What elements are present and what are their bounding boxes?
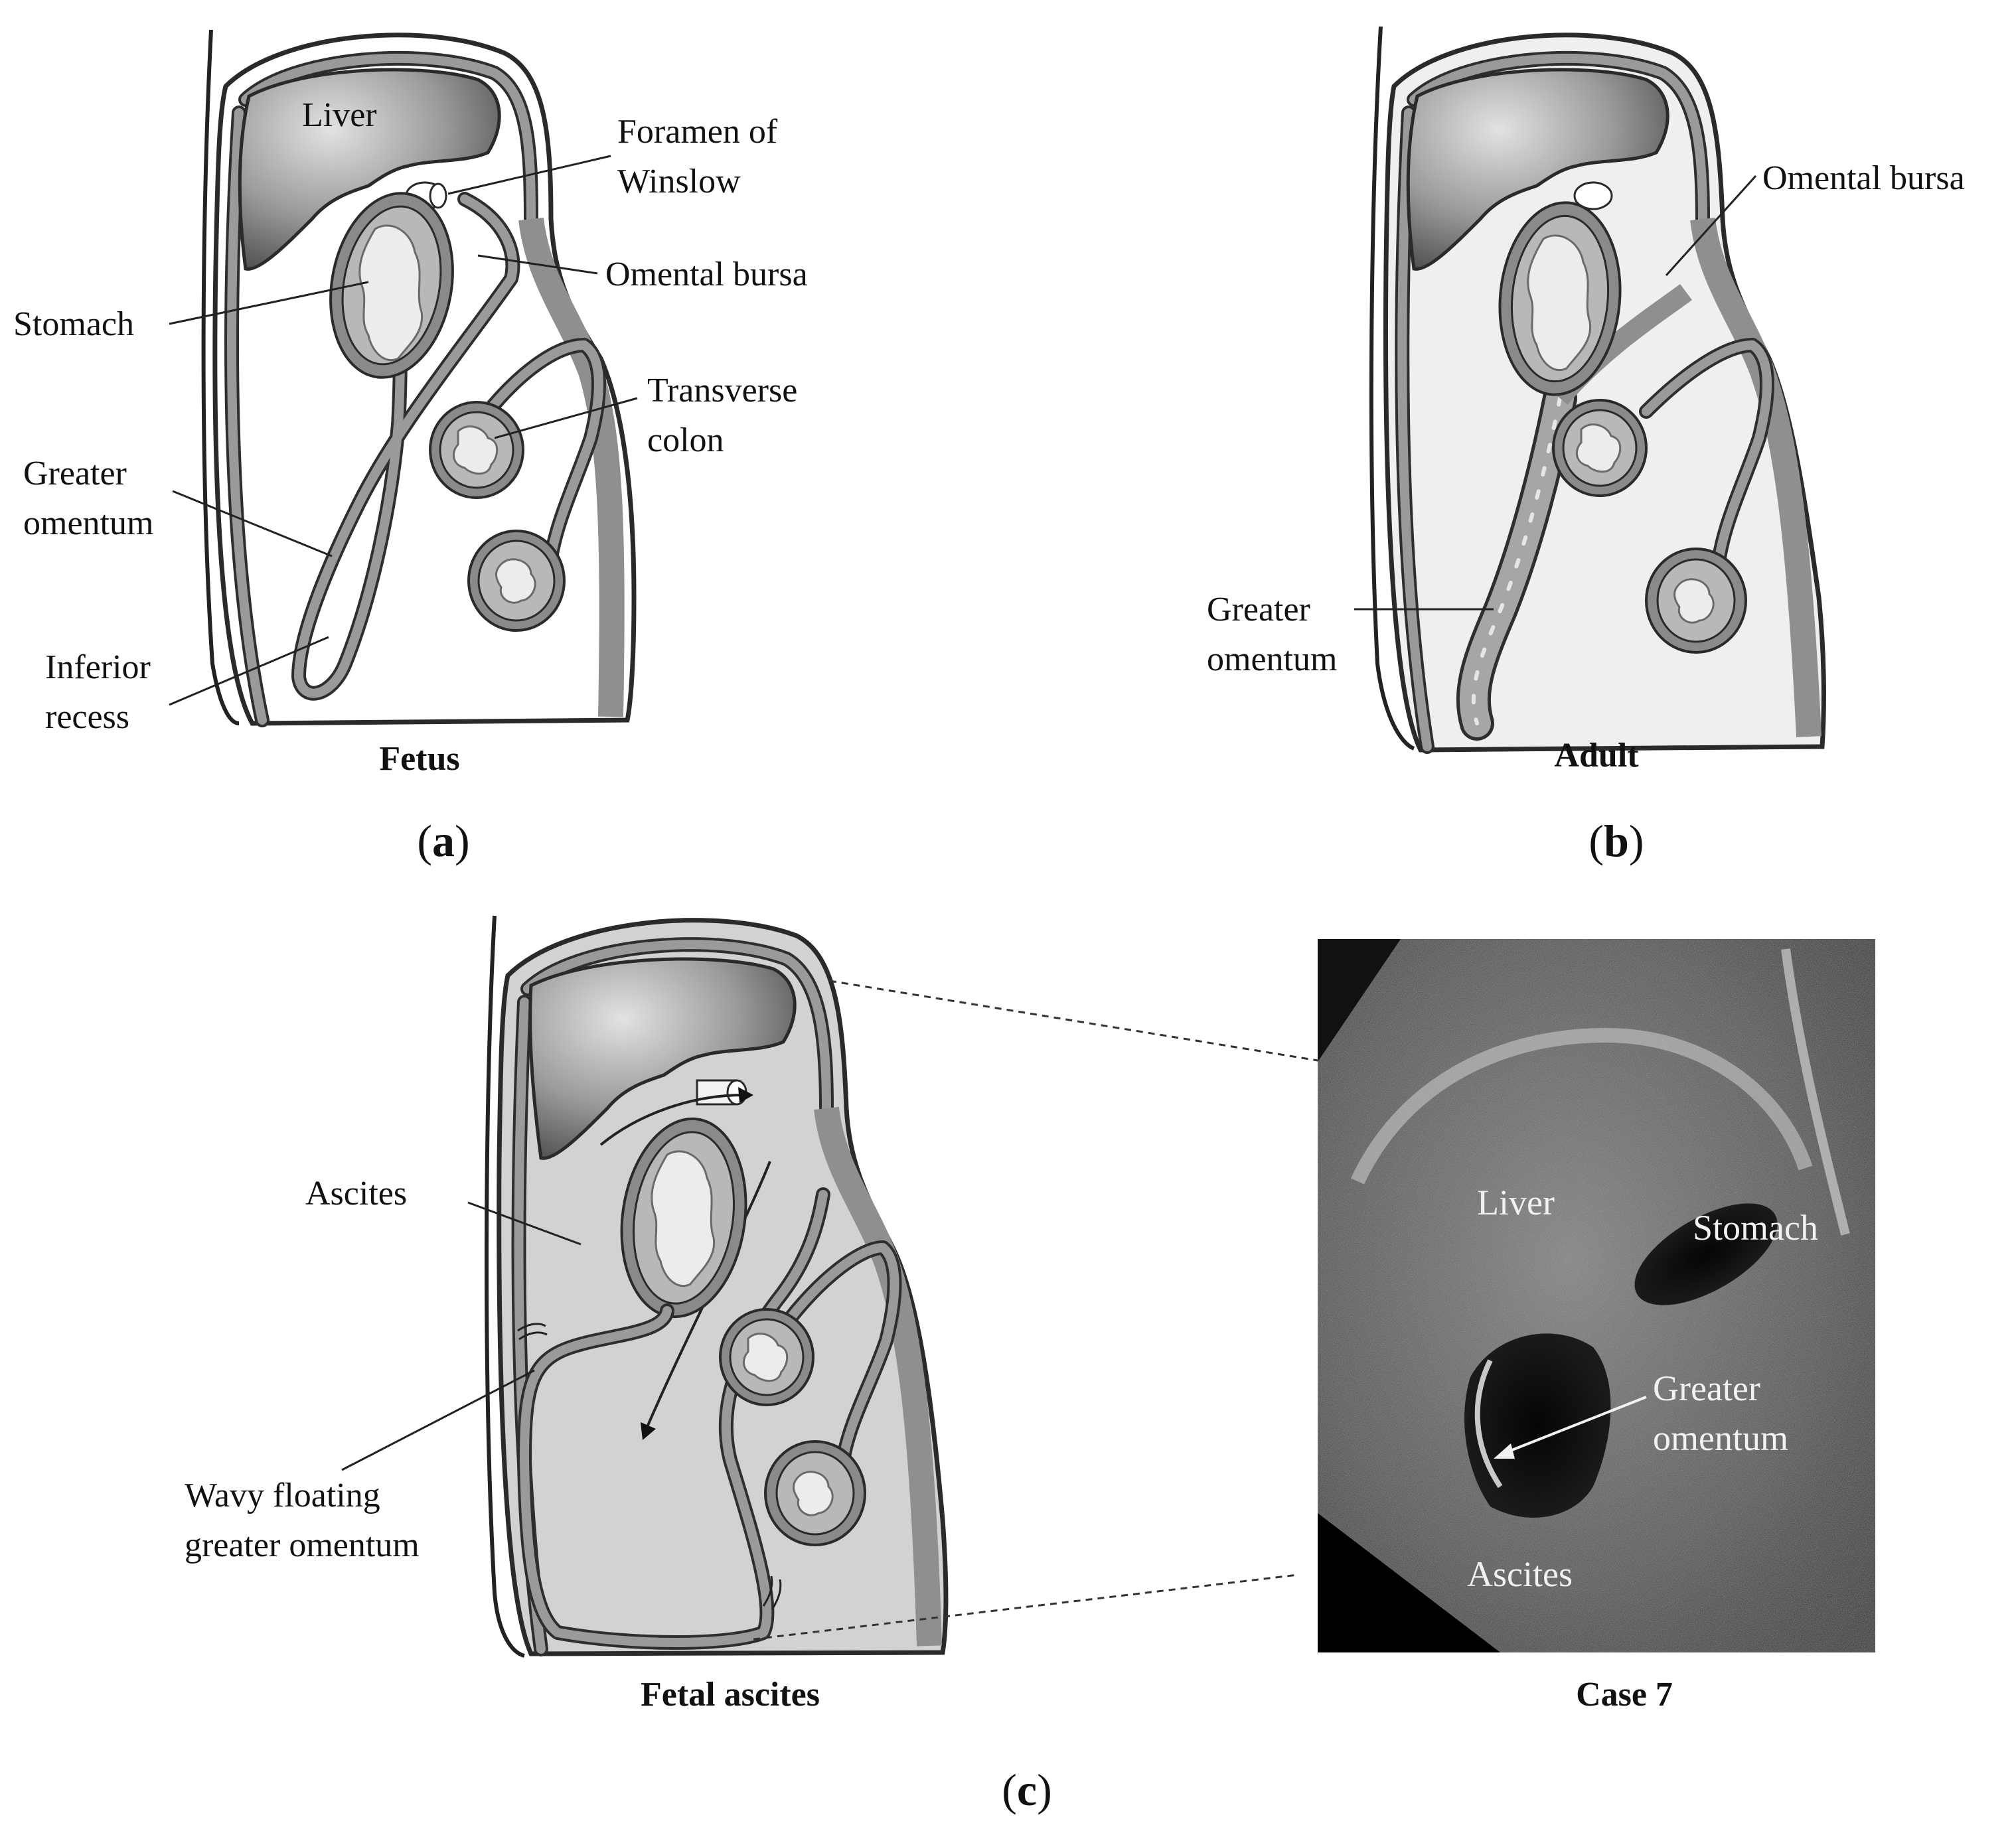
label-transverse-line2: colon	[647, 421, 724, 459]
label-wavy-line1: Wavy floating	[185, 1477, 380, 1514]
leader-foramen	[447, 155, 611, 195]
caption-adult: Adult	[1554, 737, 1639, 774]
label-ascites: Ascites	[305, 1175, 407, 1212]
leader-inferior-recess	[169, 636, 329, 706]
ascites-transverse-colon	[719, 1308, 814, 1406]
label-stomach: Stomach	[13, 305, 134, 343]
label-inferior-line1: Inferior	[45, 648, 151, 686]
panel-label-c: (c)	[1002, 1765, 1052, 1815]
leader-omental-bursa	[477, 254, 598, 275]
label-inferior-line2: recess	[45, 698, 129, 736]
ultrasound-omentum-echo	[1474, 1359, 1503, 1489]
us-label-greater-line2: omentum	[1653, 1418, 1788, 1458]
ultrasound-arrow	[1503, 1396, 1647, 1455]
label-wavy-line2: greater omentum	[185, 1526, 420, 1564]
adult-small-bowel	[1645, 548, 1747, 654]
panel-a-fetus-diagram: Liver Foramen of Winslow Stomach Omental…	[13, 29, 808, 866]
label-adult-greater-line1: Greater	[1207, 591, 1310, 628]
adult-stomach	[1498, 201, 1622, 396]
label-adult-greater-line2: omentum	[1207, 640, 1337, 678]
ultrasound-image: Liver Stomach Greater omentum Ascites	[1318, 939, 1875, 1652]
label-adult-omental-bursa: Omental bursa	[1762, 159, 1965, 197]
motion-mark-lower	[762, 1575, 773, 1607]
ultrasound-abdominal-wall	[1351, 1027, 1813, 1185]
us-label-stomach: Stomach	[1693, 1208, 1818, 1248]
label-foramen-line2: Winslow	[617, 163, 741, 200]
label-greater-line2: omentum	[23, 504, 153, 542]
leader-ascites	[467, 1201, 582, 1246]
ultrasound-stomach	[1634, 1203, 1778, 1305]
label-foramen-line1: Foramen of	[617, 113, 778, 151]
fetus-small-bowel	[467, 530, 566, 632]
leader-greater-omentum	[172, 490, 333, 557]
caption-case-7: Case 7	[1576, 1676, 1673, 1714]
adult-liver	[1406, 68, 1669, 271]
ascites-small-bowel	[764, 1440, 866, 1546]
ascites-flow-arrow-upper	[599, 1094, 744, 1146]
leader-stomach	[169, 281, 369, 325]
posterior-wall-line	[201, 29, 240, 725]
fetus-stomach	[329, 192, 454, 379]
ascites-liver	[528, 957, 797, 1160]
fetus-transverse-colon	[429, 401, 524, 499]
caption-fetal-ascites: Fetal ascites	[641, 1676, 820, 1714]
caption-fetus: Fetus	[379, 740, 459, 778]
label-liver: Liver	[302, 96, 377, 134]
panel-b-adult-diagram: Omental bursa Greater omentum Adult (b)	[1207, 26, 1965, 866]
connector-upper	[829, 980, 1318, 1062]
adult-posterior-wall-line	[1369, 26, 1415, 751]
label-omental-bursa: Omental bursa	[605, 256, 808, 293]
adult-foramen-of-winslow	[1573, 181, 1613, 210]
motion-mark-upper	[517, 1323, 546, 1332]
panel-c-fetal-ascites-diagram: Ascites Wavy floating greater omentum Fe…	[185, 915, 949, 1714]
ultrasound-sector	[1318, 939, 1875, 1652]
panel-label-a: (a)	[417, 816, 469, 866]
label-transverse-line1: Transverse	[647, 372, 797, 409]
ascites-stomach	[620, 1117, 747, 1319]
leader-transverse-colon	[494, 397, 638, 439]
fetus-liver	[238, 68, 501, 271]
us-label-greater-line1: Greater	[1653, 1368, 1760, 1408]
connector-lower	[753, 1573, 1298, 1641]
us-label-liver: Liver	[1477, 1183, 1555, 1222]
us-label-ascites: Ascites	[1467, 1554, 1573, 1594]
panel-label-b: (b)	[1589, 816, 1644, 866]
label-greater-line1: Greater	[23, 455, 127, 492]
leader-wavy-omentum	[341, 1369, 535, 1471]
leader-adult-omental-bursa	[1665, 175, 1757, 277]
adult-transverse-colon	[1552, 399, 1648, 497]
ultrasound-ascites	[1464, 1333, 1611, 1518]
